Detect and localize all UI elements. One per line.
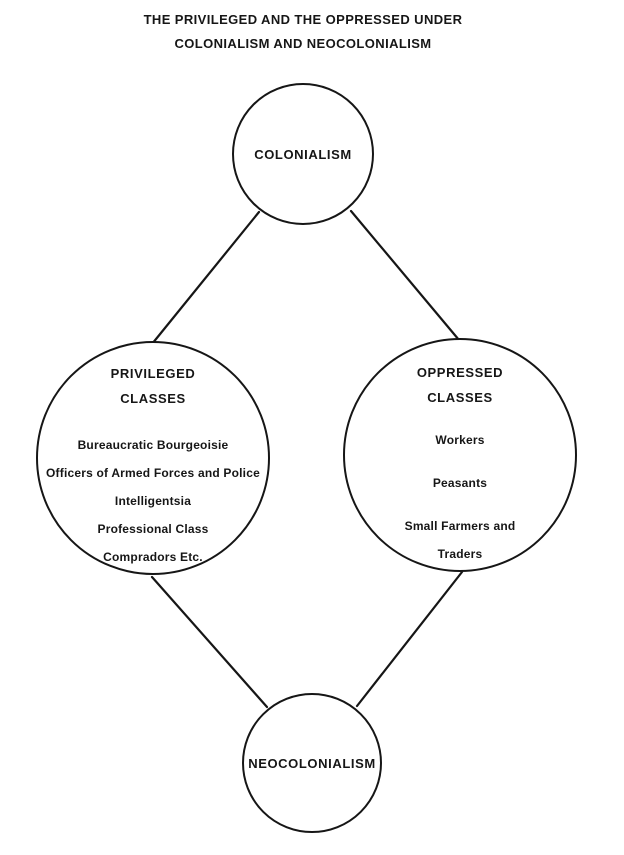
node-neocolonialism: NEOCOLONIALISM — [242, 693, 382, 833]
list-item: Small Farmers and — [404, 519, 516, 533]
privileged-heading: PRIVILEGED CLASSES — [38, 361, 268, 411]
list-item: Bureaucratic Bourgeoisie — [77, 438, 229, 452]
privileged-heading-line1: PRIVILEGED — [110, 366, 196, 381]
edge-colonialism-oppressed — [349, 209, 461, 342]
list-item: Traders — [437, 547, 483, 561]
list-item: Compradors Etc. — [103, 550, 203, 564]
privileged-heading-line2: CLASSES — [120, 391, 186, 406]
oppressed-heading-line1: OPPRESSED — [416, 365, 504, 380]
oppressed-heading: OPPRESSED CLASSES — [345, 360, 575, 410]
oppressed-heading-line2: CLASSES — [427, 390, 493, 405]
list-item: Peasants — [432, 476, 488, 490]
node-colonialism-label: COLONIALISM — [254, 146, 352, 162]
edge-oppressed-neocolonialism — [355, 570, 464, 708]
diagram-title-line1: THE PRIVILEGED AND THE OPPRESSED UNDER — [143, 12, 463, 27]
node-neocolonialism-label: NEOCOLONIALISM — [248, 755, 376, 771]
node-colonialism: COLONIALISM — [232, 83, 374, 225]
node-privileged-classes: PRIVILEGED CLASSES Bureaucratic Bourgeoi… — [36, 341, 270, 575]
list-item: Professional Class — [97, 522, 209, 536]
list-item: Intelligentsia — [114, 494, 192, 508]
edge-colonialism-privileged — [150, 210, 261, 346]
edge-privileged-neocolonialism — [150, 575, 269, 709]
list-item: Workers — [435, 433, 485, 447]
diagram-title: THE PRIVILEGED AND THE OPPRESSED UNDER C… — [0, 8, 606, 56]
diagram-title-line2: COLONIALISM AND NEOCOLONIALISM — [174, 36, 432, 51]
list-item: Officers of Armed Forces and Police — [46, 466, 260, 480]
